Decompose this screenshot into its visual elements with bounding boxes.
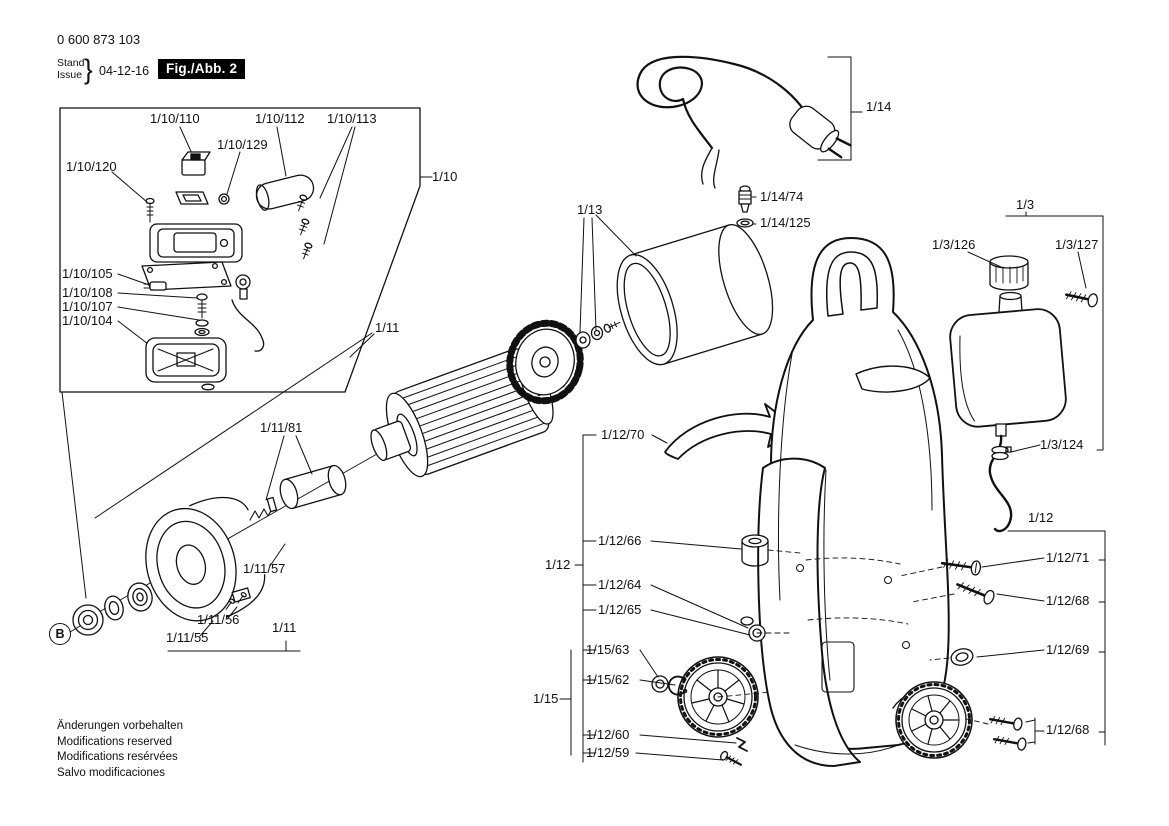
part-label-1-15-63: 1/15/63	[586, 642, 630, 657]
part-label-1-12: 1/12	[1028, 510, 1054, 525]
part-label-1-13: 1/13	[577, 202, 603, 217]
part-label-1-10-108: 1/10/108	[62, 285, 113, 300]
part-label-1-12-65: 1/12/65	[598, 602, 642, 617]
part-label-1-10-107: 1/10/107	[62, 299, 113, 314]
part-label-1-11-55: 1/11/55	[166, 630, 209, 645]
pump-head-parts	[141, 151, 315, 391]
wheel-washers	[651, 675, 688, 696]
document-part-number: 0 600 873 103	[57, 32, 141, 47]
footer-notes: Änderungen vorbehalten Modifications res…	[57, 719, 183, 781]
footer-line-es: Salvo modificaciones	[57, 766, 166, 779]
issue-date: 04-12-16	[99, 64, 150, 78]
direction-arrow	[664, 403, 797, 460]
stand-label: Stand	[57, 57, 85, 69]
axle-clip-screw	[720, 737, 748, 766]
part-label-1-12: 1/12	[545, 557, 571, 572]
part-label-1-12-71: 1/12/71	[1046, 550, 1090, 565]
brace-glyph: }	[84, 53, 93, 85]
part-label-1-12-64: 1/12/64	[598, 577, 642, 592]
fan-impeller	[506, 319, 584, 405]
part-label-1-15: 1/15	[533, 691, 559, 706]
part-label-1-12-68: 1/12/68	[1046, 722, 1090, 737]
part-label-1-12-69: 1/12/69	[1046, 642, 1090, 657]
pump-bell-housing	[145, 496, 266, 622]
stand-issue-block: Stand Issue	[57, 57, 85, 81]
part-label-1-12-60: 1/12/60	[586, 727, 630, 742]
part-label-1-10-129: 1/10/129	[217, 137, 268, 152]
assembly-box-outline	[59, 107, 421, 393]
part-label-1-3: 1/3	[1016, 197, 1035, 212]
part-label-1-14: 1/14	[866, 99, 892, 114]
bearing-set	[72, 582, 153, 636]
callout-brackets	[69, 56, 1106, 763]
part-label-1-11-56: 1/11/56	[197, 612, 240, 627]
footer-line-en: Modifications reserved	[57, 735, 173, 748]
figure-number-box: Fig./Abb. 2	[158, 59, 246, 79]
cord-grommet	[736, 185, 754, 228]
part-label-1-10-113: 1/10/113	[327, 111, 377, 126]
spacer-cylinder	[741, 534, 769, 567]
footer-line-de: Änderungen vorbehalten	[57, 720, 183, 732]
part-label-1-10-120: 1/10/120	[66, 159, 117, 174]
motor-housing	[616, 223, 774, 366]
mounting-screws-right	[940, 559, 1027, 751]
part-label-1-14-74: 1/14/74	[760, 189, 804, 204]
part-label-1-14-125: 1/14/125	[760, 215, 811, 230]
part-label-1-11-57: 1/11/57	[243, 561, 286, 576]
power-cord	[636, 55, 852, 189]
part-label-1-3-127: 1/3/127	[1055, 237, 1099, 252]
part-label-1-10-110: 1/10/110	[150, 111, 200, 126]
part-label-1-11: 1/11	[375, 320, 400, 335]
part-label-1-10: 1/10	[432, 169, 458, 184]
part-label-1-11-81: 1/11/81	[260, 420, 303, 435]
chassis-body	[757, 237, 968, 767]
part-label-1-3-124: 1/3/124	[1040, 437, 1084, 452]
leader-lines-top-left	[111, 126, 433, 345]
part-label-1-10-112: 1/10/112	[255, 111, 305, 126]
suction-hose	[988, 434, 1013, 533]
tank-screw	[1065, 291, 1099, 308]
footer-line-fr: Modifications resérvées	[57, 751, 178, 763]
part-label-1-11: 1/11	[272, 620, 297, 635]
part-label-1-10-105: 1/10/105	[62, 266, 113, 281]
rotor-sleeve-cylinder	[249, 464, 347, 521]
part-label-1-15-62: 1/15/62	[586, 672, 630, 687]
part-label-1-12-59: 1/12/59	[586, 745, 630, 760]
power-plug	[789, 105, 852, 159]
wheel-rear	[895, 681, 973, 759]
shaft-washers	[575, 321, 621, 349]
part-label-1-10-104: 1/10/104	[62, 313, 113, 328]
part-label-1-12-68: 1/12/68	[1046, 593, 1090, 608]
part-label-1-3-126: 1/3/126	[932, 237, 976, 252]
part-label-1-12-70: 1/12/70	[601, 427, 645, 442]
issue-label: Issue	[57, 68, 83, 81]
part-label-1-12-66: 1/12/66	[598, 533, 642, 548]
view-marker-b: B	[49, 623, 71, 645]
detergent-tank	[949, 255, 1067, 437]
